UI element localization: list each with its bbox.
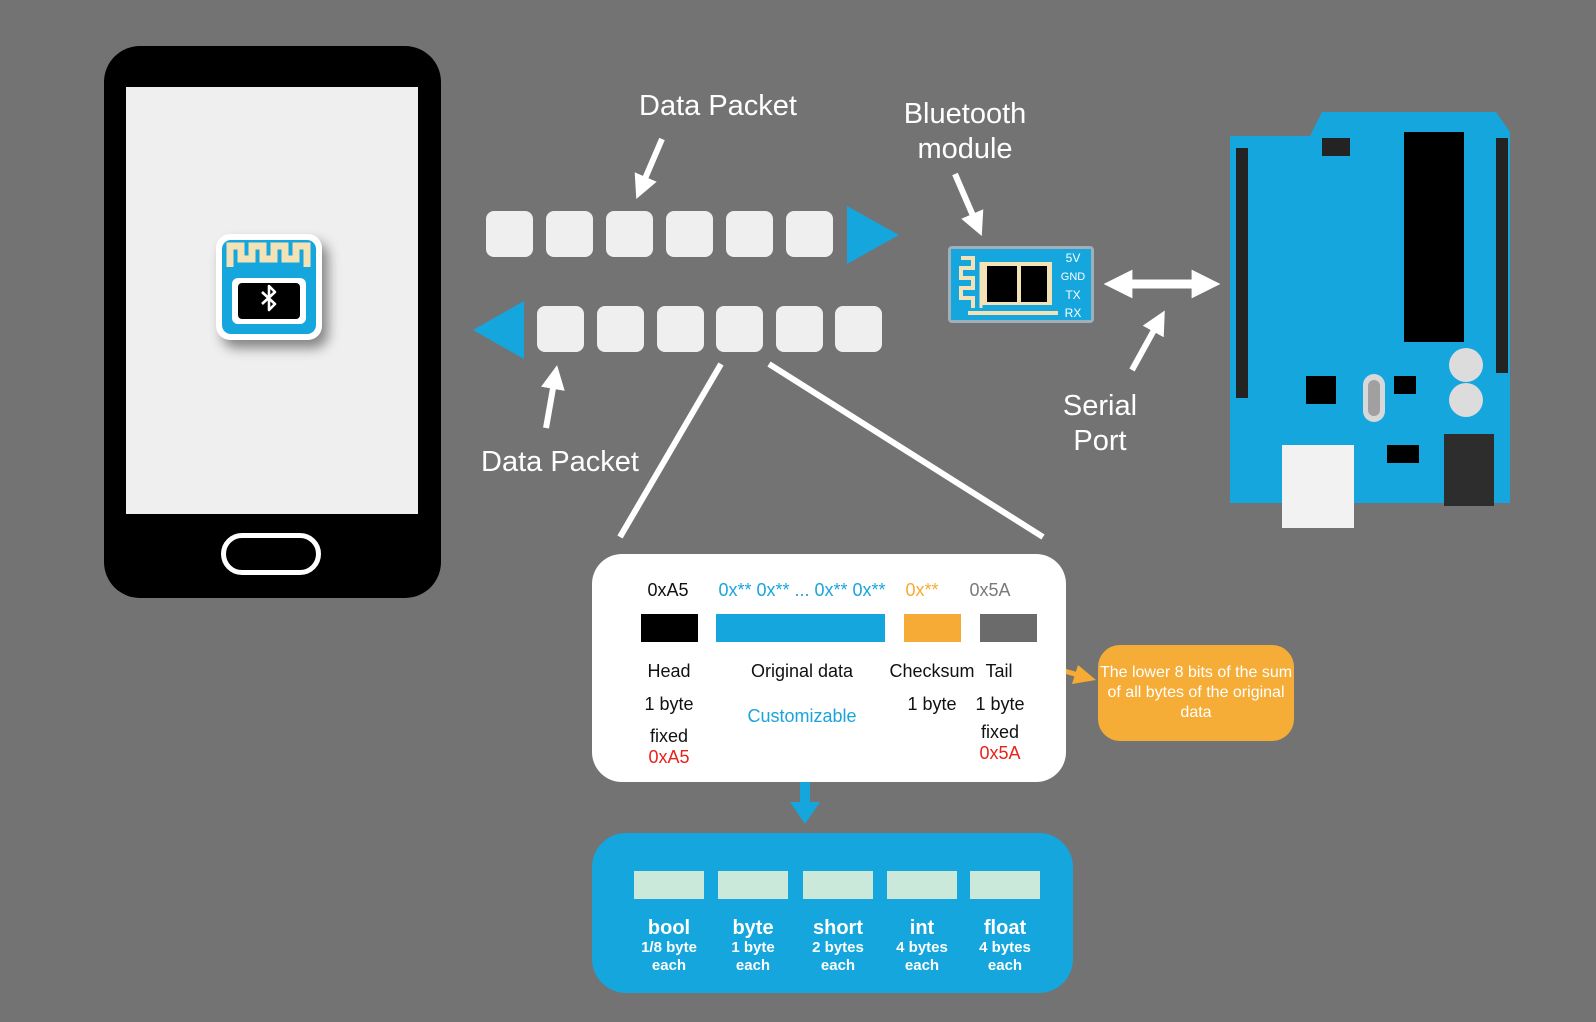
bluetooth-module-label: Bluetooth module — [880, 97, 1050, 167]
packet-byte-bottom-2 — [597, 306, 644, 352]
bluetooth-app-icon-graphic — [222, 240, 316, 334]
serial-port-label: Serial Port — [1040, 389, 1160, 459]
serial-label-line1: Serial — [1062, 390, 1138, 422]
hex-tail: 0x5A — [969, 580, 1011, 600]
tail-fixed: fixed — [980, 722, 1020, 742]
packet-byte-bottom-3 — [657, 306, 704, 352]
type-name: float — [983, 917, 1027, 939]
type-cell-int — [887, 871, 957, 899]
packet-byte-bottom-6 — [835, 306, 882, 352]
tail-name: Tail — [985, 661, 1013, 681]
phone-home-button — [221, 533, 321, 575]
type-each: each — [735, 957, 771, 974]
bluetooth-module: 5V GND TX RX — [948, 246, 1094, 323]
type-label-float: float 4 bytes each — [960, 917, 1050, 975]
type-label-bool: bool 1/8 byte each — [624, 917, 714, 975]
type-name: byte — [732, 917, 774, 939]
packet-byte-bottom-1 — [537, 306, 584, 352]
packet-byte-top-1 — [486, 211, 533, 257]
type-size: 2 bytes — [812, 939, 864, 956]
type-label-int: int 4 bytes each — [877, 917, 967, 975]
data-packet-top-arrow — [634, 137, 665, 200]
bluetooth-label-line1: Bluetooth — [903, 98, 1027, 130]
type-each: each — [987, 957, 1023, 974]
type-each: each — [820, 957, 856, 974]
bluetooth-module-chip-2 — [1021, 266, 1047, 302]
head-name: Head — [647, 661, 691, 681]
tail-size: 1 byte — [975, 694, 1025, 714]
receive-direction-triangle — [473, 301, 524, 359]
pin-gnd: GND — [1060, 271, 1086, 283]
checksum-name: Checksum — [889, 661, 975, 681]
data-packet-bottom-arrow — [541, 365, 565, 429]
type-cell-float — [970, 871, 1040, 899]
type-name: int — [909, 917, 935, 939]
arduino-board — [1230, 112, 1510, 528]
type-label-short: short 2 bytes each — [793, 917, 883, 975]
bluetooth-module-chip-1 — [987, 266, 1017, 302]
type-each: each — [651, 957, 687, 974]
checksum-size: 1 byte — [907, 694, 957, 714]
frame-structure-panel: 0xA5 0x** 0x** ... 0x** 0x** 0x** 0x5A H… — [592, 554, 1066, 782]
hex-data: 0x** 0x** ... 0x** 0x** — [718, 580, 886, 600]
tail-bar — [980, 614, 1037, 642]
hex-checksum: 0x** — [905, 580, 939, 600]
zoom-line-right — [767, 361, 1045, 540]
checksum-note-text: The lower 8 bits of the sum of all bytes… — [1099, 664, 1293, 721]
packet-byte-top-2 — [546, 211, 593, 257]
serial-label-line2: Port — [1073, 425, 1127, 457]
bluetooth-app-icon — [216, 234, 322, 340]
pin-tx: TX — [1065, 288, 1081, 302]
pin-5v: 5V — [1065, 251, 1081, 265]
serial-port-arrow — [1129, 310, 1165, 372]
zoom-line-left — [617, 362, 724, 539]
packet-byte-top-3 — [606, 211, 653, 257]
packet-byte-bottom-4 — [716, 306, 763, 352]
data-name-label: Original data — [750, 661, 854, 681]
packet-byte-top-6 — [786, 211, 833, 257]
type-size: 1/8 byte — [641, 939, 697, 956]
type-size: 1 byte — [731, 939, 775, 956]
head-value: 0xA5 — [648, 747, 690, 767]
type-cell-short — [803, 871, 873, 899]
type-size: 4 bytes — [979, 939, 1031, 956]
head-size: 1 byte — [644, 694, 694, 714]
type-cell-bool — [634, 871, 704, 899]
data-packet-bottom-label: Data Packet — [481, 446, 639, 478]
bluetooth-module-antenna — [959, 256, 983, 308]
type-label-byte: byte 1 byte each — [708, 917, 798, 975]
head-fixed: fixed — [649, 726, 689, 746]
type-cell-byte — [718, 871, 788, 899]
type-each: each — [904, 957, 940, 974]
data-bar — [716, 614, 885, 642]
type-name: bool — [647, 917, 691, 939]
hex-head: 0xA5 — [647, 580, 689, 600]
tail-value: 0x5A — [979, 743, 1021, 763]
packet-byte-bottom-5 — [776, 306, 823, 352]
data-size-label: Customizable — [747, 706, 857, 726]
type-name: short — [813, 917, 863, 939]
checksum-note: The lower 8 bits of the sum of all bytes… — [1098, 645, 1294, 741]
data-types-panel: bool 1/8 byte each byte 1 byte each shor… — [592, 833, 1073, 993]
pin-rx: RX — [1064, 306, 1082, 320]
bluetooth-label-line2: module — [917, 133, 1013, 165]
head-bar — [641, 614, 698, 642]
packet-byte-top-5 — [726, 211, 773, 257]
packet-byte-top-4 — [666, 211, 713, 257]
checksum-bar — [904, 614, 961, 642]
data-packet-top-label: Data Packet — [639, 90, 797, 122]
send-direction-triangle — [847, 206, 899, 264]
type-size: 4 bytes — [896, 939, 948, 956]
bluetooth-module-arrow — [952, 172, 984, 237]
